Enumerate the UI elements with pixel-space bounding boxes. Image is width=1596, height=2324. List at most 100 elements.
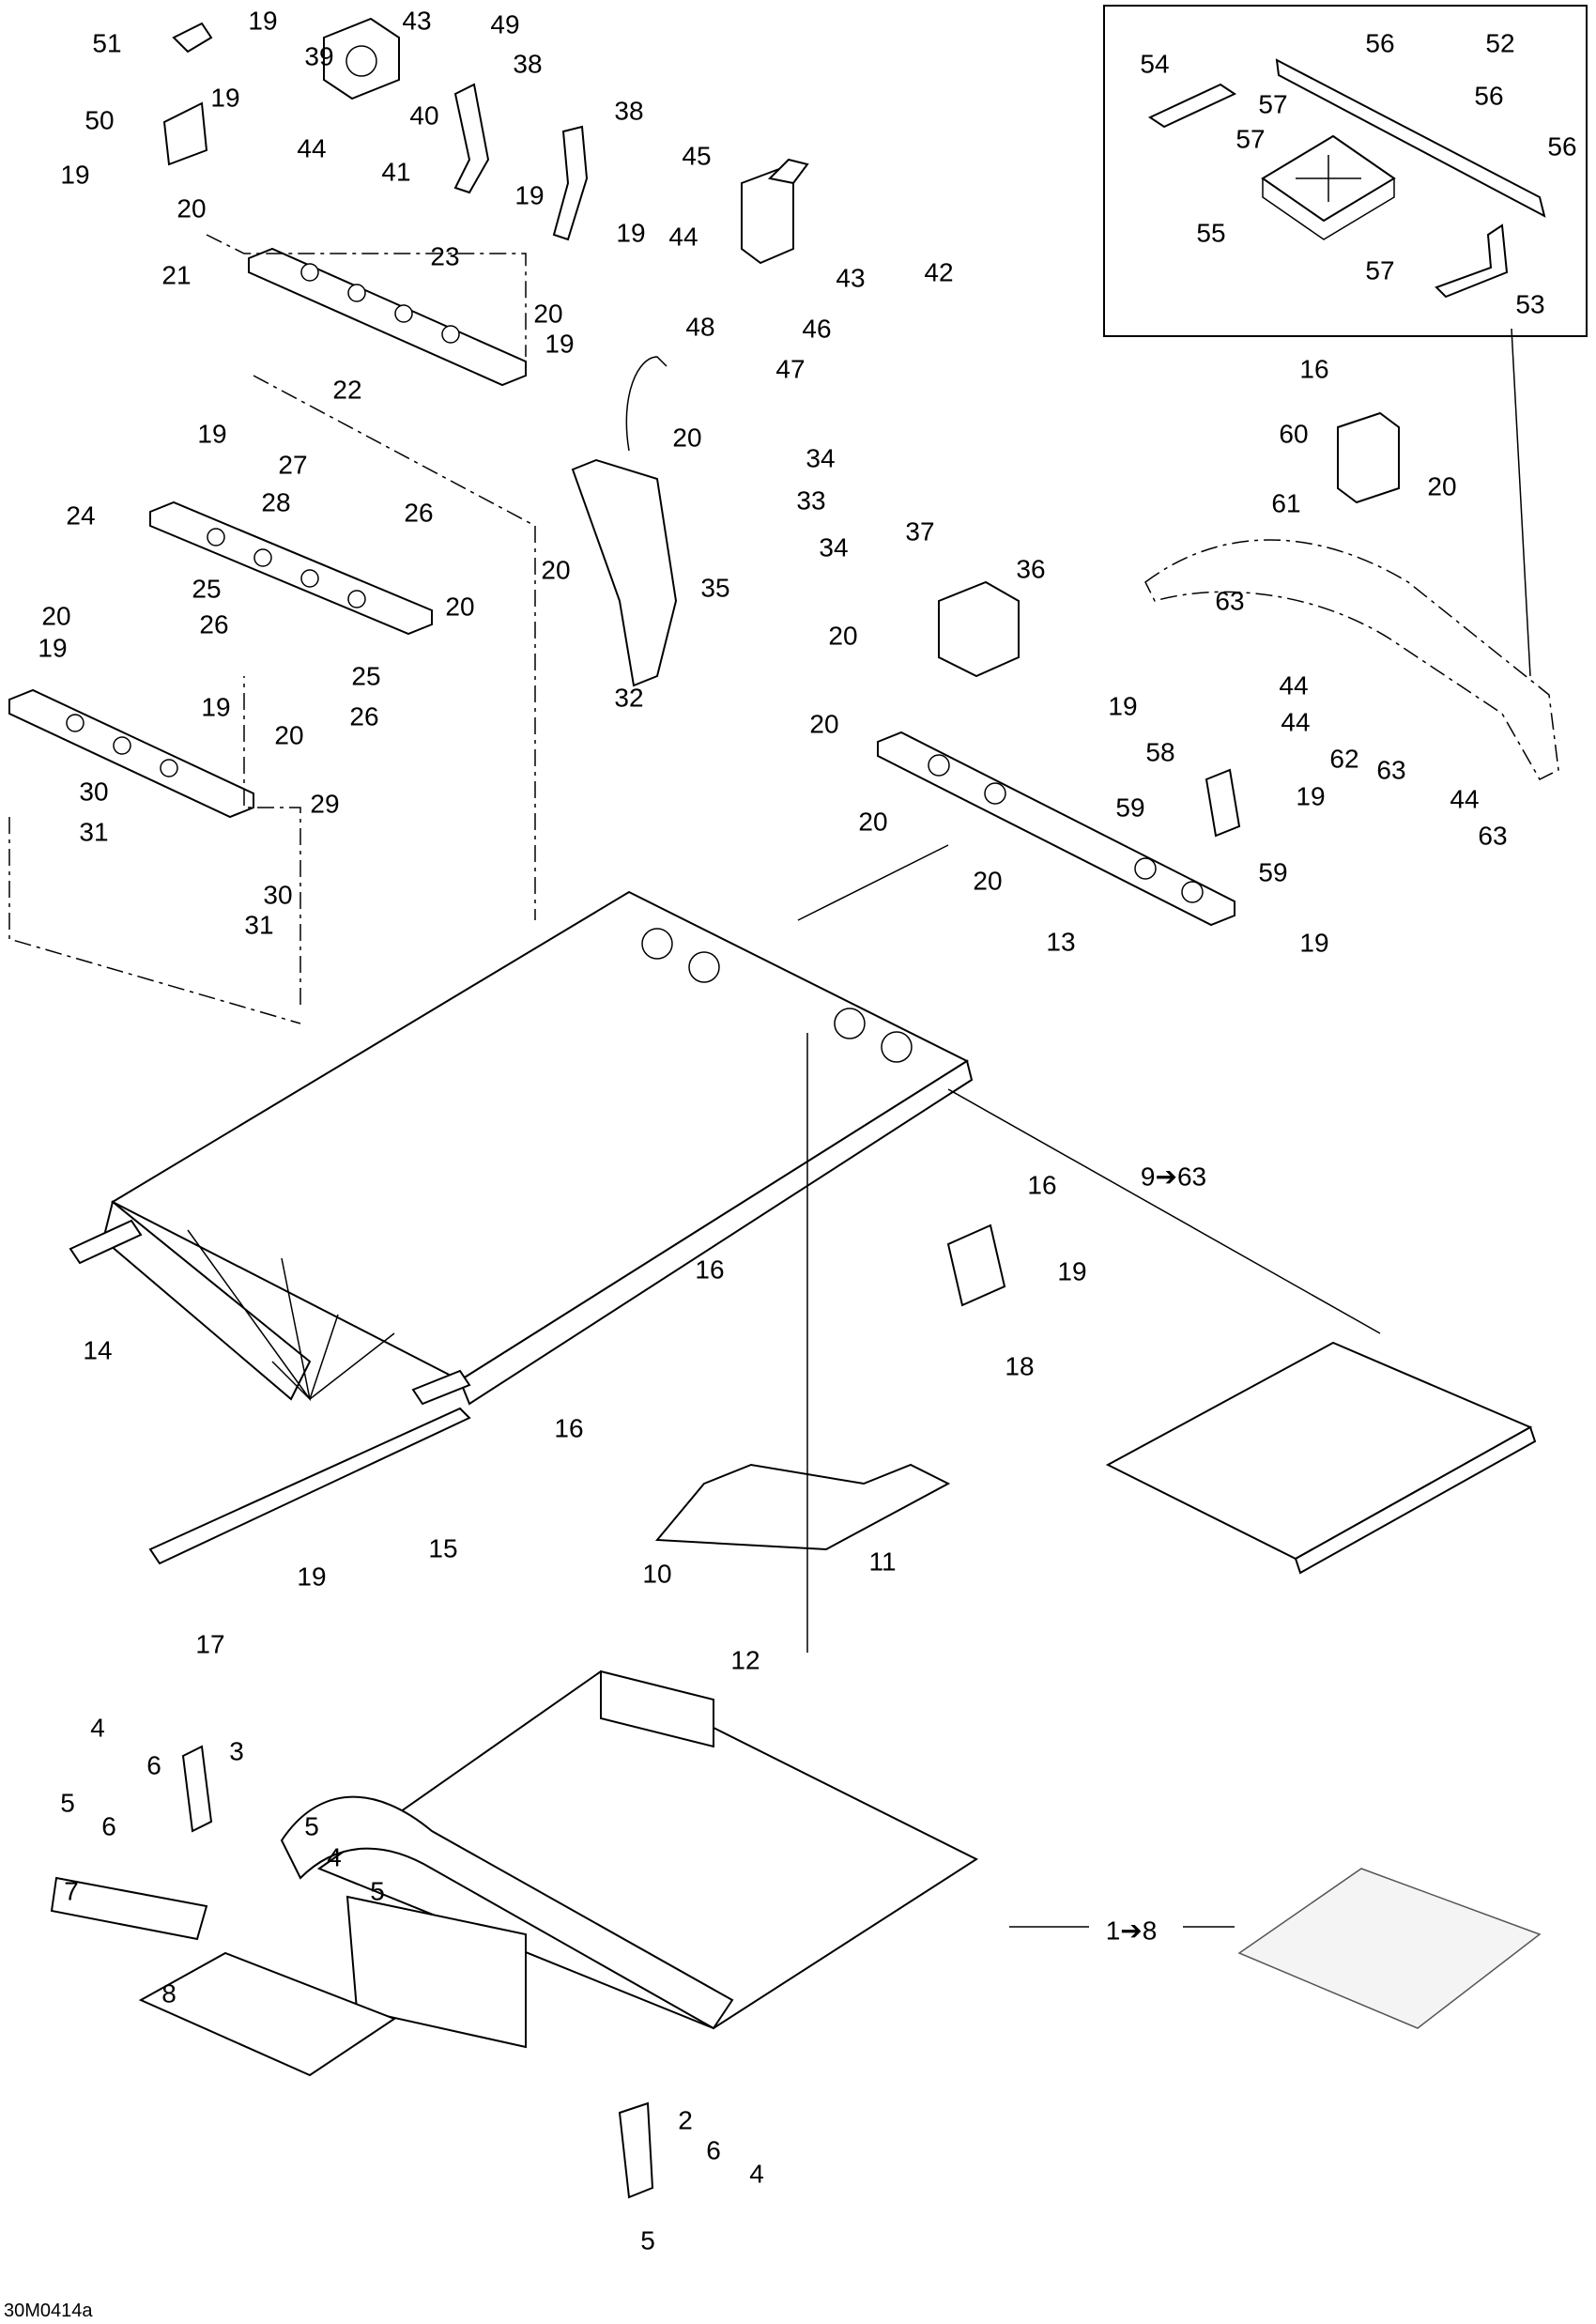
part-callout: 56 bbox=[1365, 28, 1394, 57]
part-callout: 6 bbox=[146, 1750, 161, 1779]
part-callout: 22 bbox=[332, 375, 361, 404]
part-callout: 2 bbox=[678, 2105, 693, 2134]
part-callout: 60 bbox=[1279, 419, 1308, 448]
part-callout: 19 bbox=[1108, 691, 1137, 720]
part-callout: 31 bbox=[79, 817, 108, 846]
part-callout: 13 bbox=[1046, 927, 1075, 956]
part-callout: 54 bbox=[1140, 49, 1169, 78]
part-callout: 59 bbox=[1258, 857, 1287, 886]
part-callout: 34 bbox=[819, 532, 848, 562]
part-callout: 25 bbox=[351, 661, 380, 690]
part-callout: 63 bbox=[1478, 821, 1507, 850]
part-callout: 40 bbox=[409, 100, 438, 130]
part-callout: 7 bbox=[64, 1876, 79, 1905]
part-callout: 28 bbox=[261, 487, 290, 516]
part-callout: 20 bbox=[41, 601, 70, 630]
part-callout: 6 bbox=[101, 1811, 116, 1840]
part-callout: 43 bbox=[402, 6, 431, 35]
part-callout: 19 bbox=[60, 160, 89, 189]
part-callout: 55 bbox=[1196, 218, 1225, 247]
part-callout: 36 bbox=[1016, 554, 1045, 583]
part-callout: 19 bbox=[1057, 1256, 1086, 1285]
part-callout: 20 bbox=[274, 720, 303, 749]
part-callout: 5 bbox=[370, 1876, 385, 1905]
part-callout: 20 bbox=[533, 299, 562, 328]
part-callout: 50 bbox=[84, 105, 114, 134]
part-callout: 4 bbox=[749, 2159, 764, 2188]
part-callout: 34 bbox=[806, 443, 835, 472]
part-callout: 14 bbox=[83, 1335, 112, 1364]
part-callout: 56 bbox=[1474, 81, 1503, 110]
part-callout: 15 bbox=[428, 1533, 457, 1562]
part-callout: 52 bbox=[1485, 28, 1514, 57]
part-callout: 5 bbox=[640, 2225, 655, 2255]
part-callout: 19 bbox=[197, 419, 226, 448]
part-callout: 19 bbox=[248, 6, 277, 35]
part-callout: 44 bbox=[1279, 670, 1308, 700]
part-callout: 33 bbox=[796, 485, 825, 515]
part-callout: 39 bbox=[304, 41, 333, 70]
part-callout: 44 bbox=[1450, 784, 1479, 813]
part-callout: 20 bbox=[541, 555, 570, 584]
part-callout: 20 bbox=[672, 423, 701, 452]
part-callout: 19 bbox=[201, 692, 230, 721]
part-callout: 27 bbox=[278, 450, 307, 479]
part-callout: 58 bbox=[1145, 737, 1174, 766]
part-callout: 29 bbox=[310, 789, 339, 818]
part-callout: 32 bbox=[614, 683, 643, 712]
inset-detail-frame bbox=[1103, 5, 1588, 337]
part-callout: 43 bbox=[836, 263, 865, 292]
part-callout: 11 bbox=[868, 1547, 896, 1576]
part-callout: 5 bbox=[60, 1788, 75, 1817]
part-callout: 57 bbox=[1258, 89, 1287, 118]
tunnel-main bbox=[69, 890, 1006, 1565]
part-callout: 16 bbox=[695, 1254, 724, 1284]
tunnel-preview bbox=[1105, 1341, 1537, 1575]
part-callout: 59 bbox=[1115, 793, 1144, 822]
part-callout: 63 bbox=[1215, 586, 1244, 615]
part-callout: 56 bbox=[1547, 131, 1576, 161]
part-callout: 21 bbox=[161, 260, 191, 289]
part-callout: 9➔63 bbox=[1141, 1162, 1206, 1191]
part-callout: 19 bbox=[514, 180, 544, 209]
part-callout: 45 bbox=[682, 141, 711, 170]
part-callout: 38 bbox=[513, 49, 542, 78]
part-callout: 37 bbox=[905, 516, 934, 546]
part-callout: 19 bbox=[38, 633, 67, 662]
part-callout: 20 bbox=[973, 866, 1002, 895]
part-callout: 3 bbox=[229, 1736, 244, 1765]
part-callout: 44 bbox=[297, 133, 326, 162]
part-callout: 20 bbox=[1427, 471, 1456, 500]
part-callout: 4 bbox=[90, 1713, 105, 1742]
part-callout: 46 bbox=[802, 314, 831, 343]
part-callout: 5 bbox=[304, 1811, 319, 1840]
part-callout: 48 bbox=[685, 312, 714, 341]
part-callout: 16 bbox=[1027, 1170, 1056, 1199]
part-callout: 19 bbox=[616, 218, 645, 247]
part-callout: 18 bbox=[1005, 1351, 1034, 1380]
part-callout: 35 bbox=[700, 573, 729, 602]
part-callout: 47 bbox=[775, 354, 805, 383]
part-callout: 38 bbox=[614, 96, 643, 125]
part-callout: 23 bbox=[430, 241, 459, 270]
part-callout: 26 bbox=[404, 498, 433, 527]
part-callout: 61 bbox=[1271, 488, 1300, 517]
leader-lines bbox=[8, 234, 1531, 1928]
part-callout: 26 bbox=[199, 609, 228, 639]
part-callout: 20 bbox=[828, 621, 857, 650]
part-callout: 17 bbox=[195, 1629, 224, 1658]
part-callout: 44 bbox=[668, 222, 698, 251]
part-callout: 57 bbox=[1235, 124, 1265, 153]
part-callout: 19 bbox=[1299, 928, 1328, 957]
part-callout: 31 bbox=[244, 910, 273, 939]
part-callout: 19 bbox=[210, 83, 239, 112]
part-callout: 19 bbox=[545, 329, 574, 358]
part-callout: 20 bbox=[809, 709, 838, 738]
part-callout: 62 bbox=[1329, 744, 1358, 773]
part-callout: 12 bbox=[730, 1645, 760, 1674]
part-callout: 20 bbox=[445, 592, 474, 621]
part-callout: 63 bbox=[1376, 755, 1405, 784]
part-callout: 26 bbox=[349, 701, 378, 731]
